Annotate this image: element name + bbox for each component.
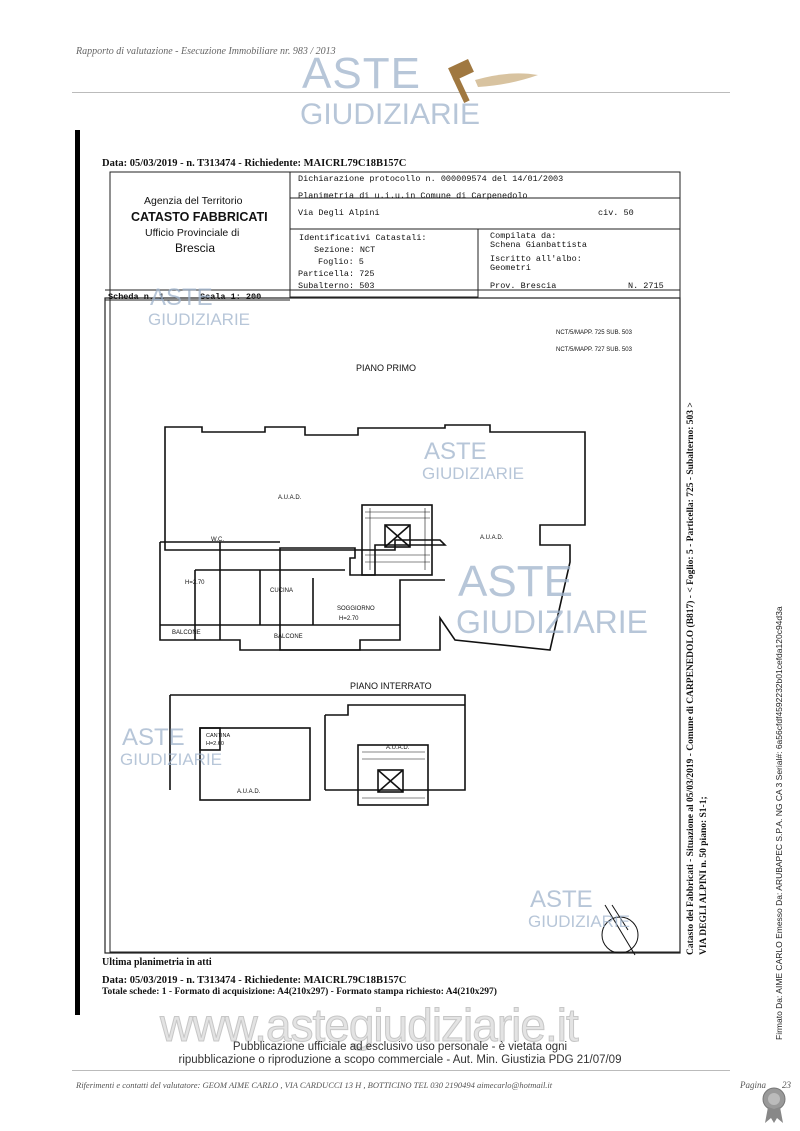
room-balcone-2: BALCONE [274,634,303,640]
room-wc: W.C. [211,537,224,543]
agency-line4: Brescia [175,241,216,255]
doc-bottom-line: Data: 05/03/2019 - n. T313474 - Richiede… [102,975,407,986]
iscritto-label: Iscritto all'albo: [490,254,582,264]
room-cantina: CANTINA [206,733,231,739]
room-auad-4: A.U.A.D. [237,789,261,795]
north-arrow-icon [601,904,639,956]
watermark-aste-3: ASTE [458,557,573,606]
footer-rule [72,1070,730,1071]
watermark-giudiziarie-3: GIUDIZIARIE [456,604,649,640]
compilata-name: Schena Gianbattista [490,240,587,250]
watermark-url: www.astegiudiziarie.it [160,999,580,1052]
watermark-giudiziarie-1: GIUDIZIARIE [148,310,251,329]
scala: Scala 1: 200 [200,292,262,302]
side-text-2: VIA DEGLI ALPINI n. 50 piano: S1-1; [699,796,709,955]
agency-line2: CATASTO FABBRICATI [131,210,268,224]
room-height-1: H=2.70 [185,580,205,586]
watermark-giudiziarie-5: GIUDIZIARIE [528,912,631,931]
room-soggiorno-height: H=2.70 [339,616,359,622]
room-auad-2: A.U.A.D. [480,535,504,541]
watermark-giudiziarie-2: GIUDIZIARIE [422,464,525,483]
subalterno: Subalterno: 503 [298,281,375,291]
compilata-label: Compilata da: [490,231,557,241]
ident-title: Identificativi Catastali: [299,233,427,243]
page-number: 23 [782,1080,791,1090]
province: Prov. Brescia [490,281,557,291]
totale-schede: Totale schede: 1 - Formato di acquisizio… [102,987,497,997]
scheda: Scheda n. 1 [108,292,165,302]
province-number: N. 2715 [628,281,664,291]
margin-bar [75,130,80,1015]
civic-number: civ. 50 [598,208,634,218]
watermark-aste-5: ASTE [530,886,593,913]
ref-725: NCT/5/MAPP. 725 SUB. 503 [556,330,632,336]
digital-signature: Firmato Da: AIME CARLO Emesso Da: ARUBAP… [774,606,784,1040]
piano-interrato-label: PIANO INTERRATO [350,681,432,691]
room-auad-3: A.U.A.D. [386,745,410,751]
report-header: Rapporto di valutazione - Esecuzione Imm… [76,46,336,57]
seal-icon [762,1087,786,1123]
watermark-aste-top: ASTE [302,49,421,98]
footer-references: Riferimenti e contatti del valutatore: G… [76,1080,553,1090]
room-balcone-1: BALCONE [172,630,201,636]
watermark-aste-4: ASTE [122,724,185,751]
watermark-giudiziarie-4: GIUDIZIARIE [120,750,223,769]
watermark-aste-1: ASTE [150,284,213,311]
iscritto-value: Geometri [490,263,531,273]
notice-line-2: ripubblicazione o riproduzione a scopo c… [178,1054,622,1066]
room-auad-1: A.U.A.D. [278,495,302,501]
ultima-planimetria: Ultima planimetria in atti [102,957,212,968]
sezione: Sezione: NCT [314,245,376,255]
header-rule [72,92,730,93]
doc-top-line: Data: 05/03/2019 - n. T313474 - Richiede… [102,158,407,169]
piano-primo-label: PIANO PRIMO [356,363,417,373]
foglio: Foglio: 5 [318,257,364,267]
address: Via Degli Alpini [298,208,380,218]
notice-line-1: Pubblicazione ufficiale ad esclusivo uso… [232,1041,568,1053]
room-cantina-height: H=2.60 [206,741,224,747]
declaration: Dichiarazione protocollo n. 000009574 de… [298,174,564,184]
ref-727: NCT/5/MAPP. 727 SUB. 503 [556,347,632,353]
gavel-icon [448,59,538,103]
watermark-giudiziarie-top: GIUDIZIARIE [300,98,481,131]
watermark-aste-2: ASTE [424,438,487,465]
catasto-sheet [104,171,681,956]
side-text-1: Catasto dei Fabbricati - Situazione al 0… [686,402,696,955]
agency-line3: Ufficio Provinciale di [145,227,240,239]
planimetria: Planimetria di u.i.u.in Comune di Carpen… [298,191,528,201]
particella: Particella: 725 [298,269,375,279]
publication-notice: Pubblicazione ufficiale ad esclusivo uso… [160,1041,640,1067]
room-cucina: CUCINA [270,588,294,594]
page-label: Pagina [740,1080,766,1090]
agency-line1: Agenzia del Territorio [144,195,243,207]
room-soggiorno: SOGGIORNO [337,606,375,612]
